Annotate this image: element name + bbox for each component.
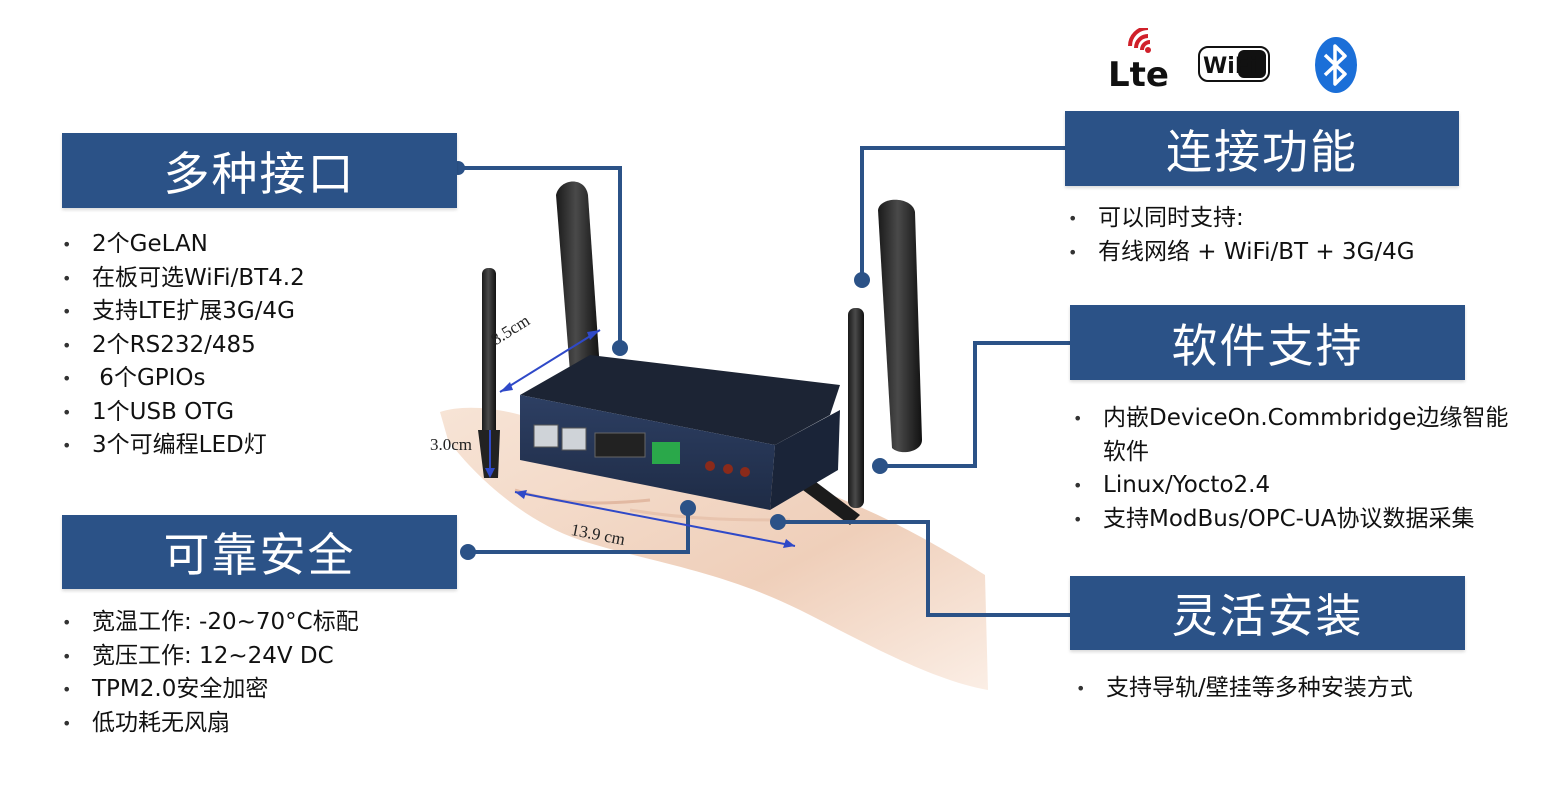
wifi-logo: WiFi bbox=[1198, 46, 1270, 82]
interfaces-title: 多种接口 bbox=[163, 146, 356, 201]
software-banner: 软件支持 bbox=[1070, 305, 1465, 380]
software-title: 软件支持 bbox=[1171, 318, 1364, 373]
dimension-arrows bbox=[485, 329, 796, 548]
reliability-banner: 可靠安全 bbox=[62, 515, 457, 589]
connectivity-title: 连接功能 bbox=[1166, 124, 1358, 179]
software-list: 内嵌DeviceOn.Commbridge边缘智能软件 Linux/Yocto2… bbox=[1073, 402, 1513, 536]
list-item: 支持LTE扩展3G/4G bbox=[62, 295, 442, 329]
reliability-title: 可靠安全 bbox=[163, 528, 356, 582]
mounting-title: 灵活安装 bbox=[1171, 589, 1364, 643]
mounting-list: 支持导轨/壁挂等多种安装方式 bbox=[1076, 672, 1516, 706]
list-item: 6个GPIOs bbox=[62, 362, 442, 396]
list-item: 有线网络 + WiFi/BT + 3G/4G bbox=[1068, 236, 1508, 270]
bluetooth-icon bbox=[1313, 36, 1359, 94]
list-item: 支持导轨/壁挂等多种安装方式 bbox=[1076, 672, 1516, 706]
list-item: 1个USB OTG bbox=[62, 396, 442, 430]
list-item: TPM2.0安全加密 bbox=[62, 673, 442, 707]
list-item: Linux/Yocto2.4 bbox=[1073, 469, 1513, 503]
list-item: 3个可编程LED灯 bbox=[62, 429, 442, 463]
lte-logo: Lte bbox=[1108, 26, 1174, 95]
list-item: 可以同时支持: bbox=[1068, 202, 1508, 236]
list-item: 在板可选WiFi/BT4.2 bbox=[62, 262, 442, 296]
connectivity-banner: 连接功能 bbox=[1065, 111, 1459, 186]
connector-lines bbox=[458, 146, 1070, 617]
list-item: 低功耗无风扇 bbox=[62, 707, 442, 741]
list-item: 支持ModBus/OPC-UA协议数据采集 bbox=[1073, 503, 1513, 537]
connectivity-list: 可以同时支持: 有线网络 + WiFi/BT + 3G/4G bbox=[1068, 202, 1508, 269]
lte-logo-text: Lte bbox=[1108, 55, 1169, 90]
list-item: 内嵌DeviceOn.Commbridge边缘智能软件 bbox=[1073, 402, 1513, 469]
list-item: 2个GeLAN bbox=[62, 228, 442, 262]
reliability-list: 宽温工作: -20~70°C标配 宽压工作: 12~24V DC TPM2.0安… bbox=[62, 606, 442, 740]
interfaces-list: 2个GeLAN 在板可选WiFi/BT4.2 支持LTE扩展3G/4G 2个RS… bbox=[62, 228, 442, 463]
list-item: 宽温工作: -20~70°C标配 bbox=[62, 606, 442, 640]
list-item: 宽压工作: 12~24V DC bbox=[62, 640, 442, 674]
wifi-logo-text: WiFi bbox=[1203, 54, 1257, 79]
interfaces-banner: 多种接口 bbox=[62, 133, 457, 208]
gateway-device bbox=[520, 355, 840, 510]
antennas bbox=[478, 181, 922, 525]
list-item: 2个RS232/485 bbox=[62, 329, 442, 363]
mounting-banner: 灵活安装 bbox=[1070, 576, 1465, 650]
